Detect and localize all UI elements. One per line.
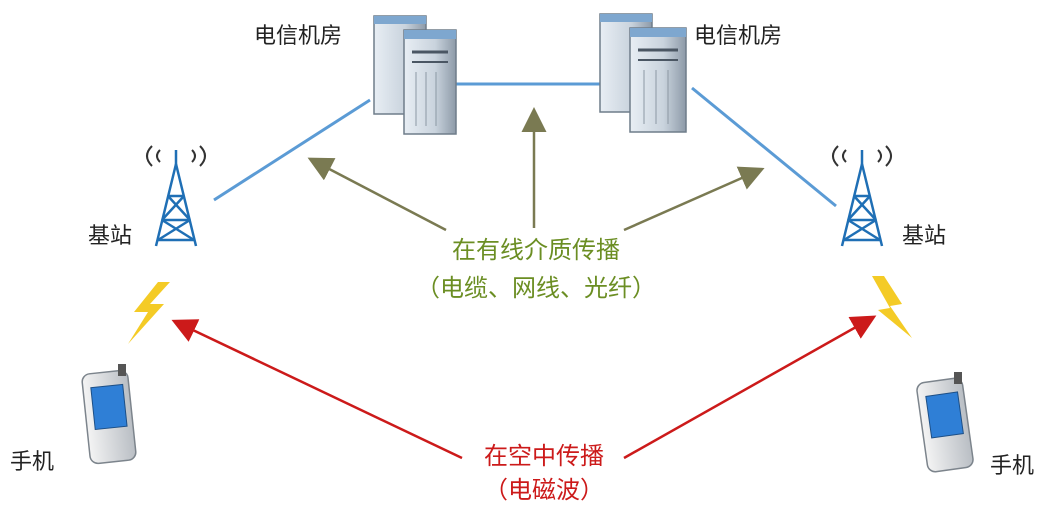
air-title: 在空中传播	[484, 442, 604, 470]
phone-icon-right	[916, 372, 974, 473]
link-station-left-to-room-left	[213, 98, 371, 202]
lightning-icon-right	[872, 276, 912, 338]
label-phone-right: 手机	[990, 454, 1035, 479]
lightning-icon-left	[128, 282, 170, 344]
wired-title: 在有线介质传播	[452, 236, 620, 264]
air-arrow-right	[623, 315, 877, 460]
label-phone-left: 手机	[10, 450, 55, 475]
tower-icon-left	[146, 145, 206, 247]
server-icon-right	[599, 13, 687, 133]
label-room-left: 电信机房	[254, 24, 343, 49]
label-station-left: 基站	[88, 224, 133, 249]
wired-arrow-right	[623, 166, 765, 232]
label-station-right: 基站	[902, 224, 947, 249]
air-arrow-left	[171, 319, 463, 460]
phone-icon-left	[81, 364, 137, 465]
wired-subtitle: （电缆、网线、光纤）	[416, 274, 656, 302]
tower-icon-right	[832, 145, 892, 247]
label-room-right: 电信机房	[694, 24, 783, 49]
air-subtitle: （电磁波）	[484, 476, 604, 504]
link-room-right-to-station-right	[691, 86, 837, 208]
server-icon-left	[373, 15, 457, 135]
wired-arrow-left	[307, 157, 447, 232]
